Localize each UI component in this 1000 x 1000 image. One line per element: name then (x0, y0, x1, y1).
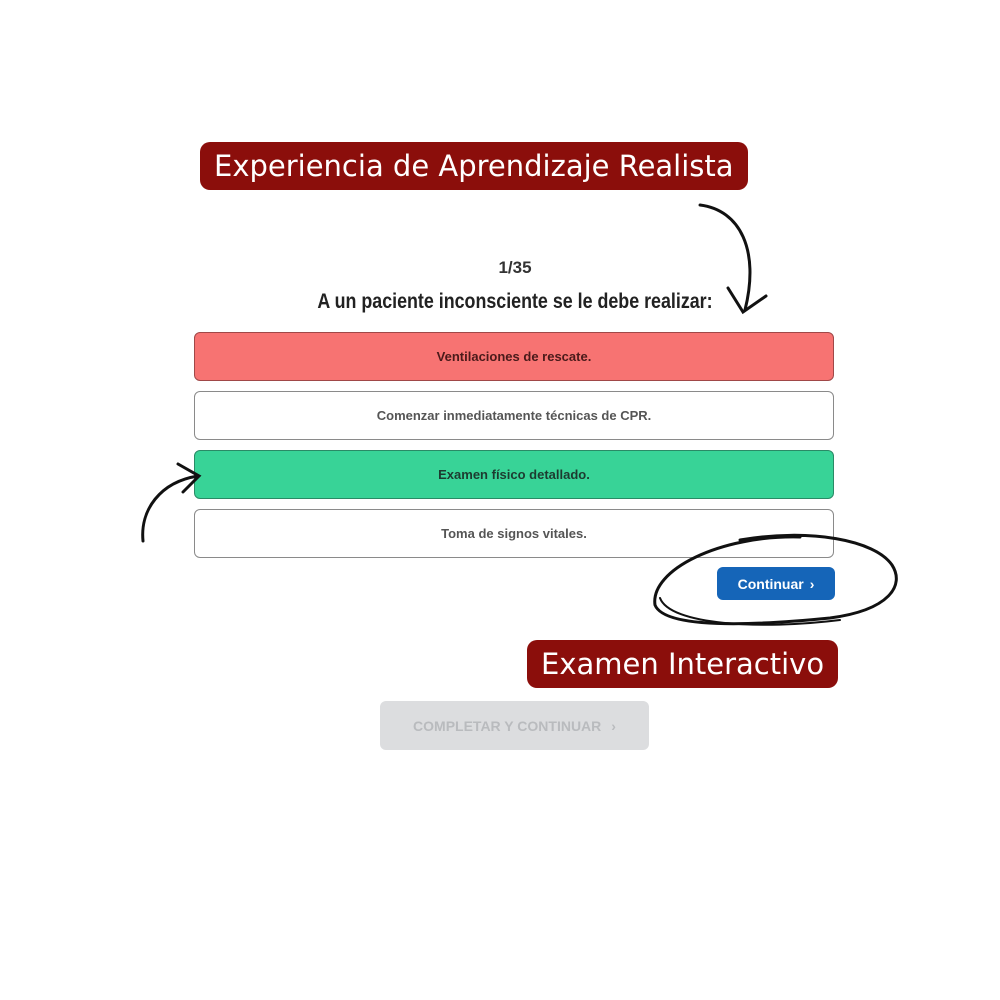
answer-option[interactable]: Comenzar inmediatamente técnicas de CPR. (194, 391, 834, 440)
chevron-right-icon: › (809, 575, 815, 592)
annotation-label-interactive: Examen Interactivo (527, 640, 839, 688)
answer-option-correct[interactable]: Examen físico detallado. (194, 450, 834, 499)
question-counter: 1/35 (498, 258, 532, 277)
circle-scribble (659, 597, 841, 626)
annotation-label-realistic: Experiencia de Aprendizaje Realista (200, 142, 748, 190)
continue-label: Continuar (737, 575, 804, 592)
answer-option[interactable]: Toma de signos vitales. (194, 509, 834, 558)
option-label: Comenzar inmediatamente técnicas de CPR. (376, 408, 652, 423)
curved-arrow-right-icon (141, 474, 200, 543)
question-text: A un paciente inconsciente se le debe re… (317, 290, 713, 313)
chevron-right-icon: › (611, 717, 616, 734)
continue-button[interactable]: Continuar › (717, 567, 835, 600)
complete-label: COMPLETAR Y CONTINUAR (413, 717, 602, 734)
option-label: Examen físico detallado. (438, 467, 590, 482)
option-label: Toma de signos vitales. (441, 526, 587, 541)
complete-and-continue-button[interactable]: COMPLETAR Y CONTINUAR › (380, 701, 649, 750)
answer-option-incorrect[interactable]: Ventilaciones de rescate. (194, 332, 834, 381)
option-label: Ventilaciones de rescate. (436, 349, 592, 364)
